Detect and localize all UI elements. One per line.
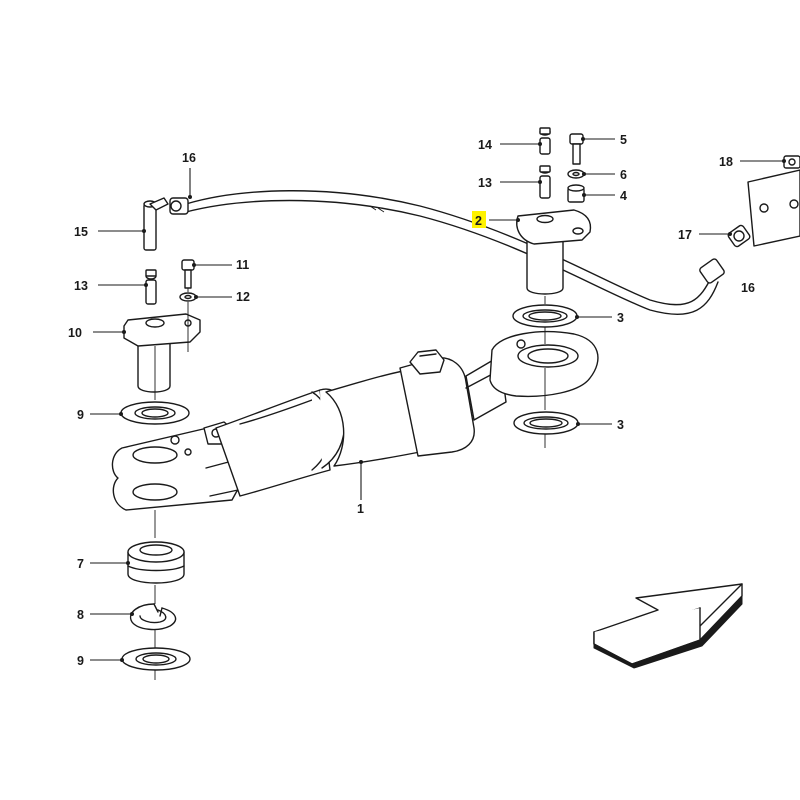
- label-15: 15: [74, 225, 88, 239]
- seal-ring-3-upper: [512, 304, 578, 328]
- label-4: 4: [620, 189, 627, 203]
- label-9-lower: 9: [77, 654, 84, 668]
- label-3-upper: 3: [617, 311, 624, 325]
- snap-ring-8: [129, 603, 177, 631]
- label-16-right: 16: [741, 281, 755, 295]
- washer-12: [179, 292, 197, 302]
- washer-6: [567, 169, 585, 179]
- leader-lines: [90, 137, 786, 662]
- thrust-washer-9-upper: [120, 401, 190, 425]
- direction-arrow: [593, 583, 743, 669]
- label-10: 10: [68, 326, 82, 340]
- thrust-washer-9-lower: [121, 647, 191, 671]
- assembly-axis-lines: [154, 288, 546, 680]
- bushing-7: [127, 541, 185, 584]
- label-2: 2: [475, 214, 482, 228]
- label-1: 1: [357, 502, 364, 516]
- seal-ring-3-lower: [513, 411, 579, 435]
- label-8: 8: [77, 608, 84, 622]
- spacer-4: [567, 184, 585, 203]
- bolt-5: [569, 133, 584, 165]
- hydraulic-cylinder-1: [111, 331, 599, 511]
- fitting-18: [783, 155, 800, 169]
- label-11: 11: [236, 258, 249, 272]
- part-number-labels: 16 15 11 13 12 10 9 1 7 8 9 14 13 5 6 4 …: [68, 133, 755, 668]
- valve-block-bracket: [747, 169, 800, 247]
- label-9-upper: 9: [77, 408, 84, 422]
- hose-fitting-17: [727, 224, 751, 248]
- label-3-lower: 3: [617, 418, 624, 432]
- label-16-top: 16: [182, 151, 196, 165]
- pin-15: [143, 197, 169, 251]
- label-13-left: 13: [74, 279, 88, 293]
- grease-nipple-14: [539, 127, 551, 155]
- highlight-box: [472, 211, 486, 228]
- label-14: 14: [478, 138, 492, 152]
- mounting-pin-2: [516, 209, 592, 295]
- label-12: 12: [236, 290, 250, 304]
- label-7: 7: [77, 557, 84, 571]
- grease-nipple-13-left: [145, 269, 157, 305]
- label-6: 6: [620, 168, 627, 182]
- label-5: 5: [620, 133, 627, 147]
- label-18: 18: [719, 155, 733, 169]
- label-13-right: 13: [478, 176, 492, 190]
- hydraulic-hose: [169, 190, 725, 315]
- label-17: 17: [678, 228, 692, 242]
- grease-nipple-13-right: [539, 165, 551, 199]
- mounting-pin-10: [123, 313, 201, 393]
